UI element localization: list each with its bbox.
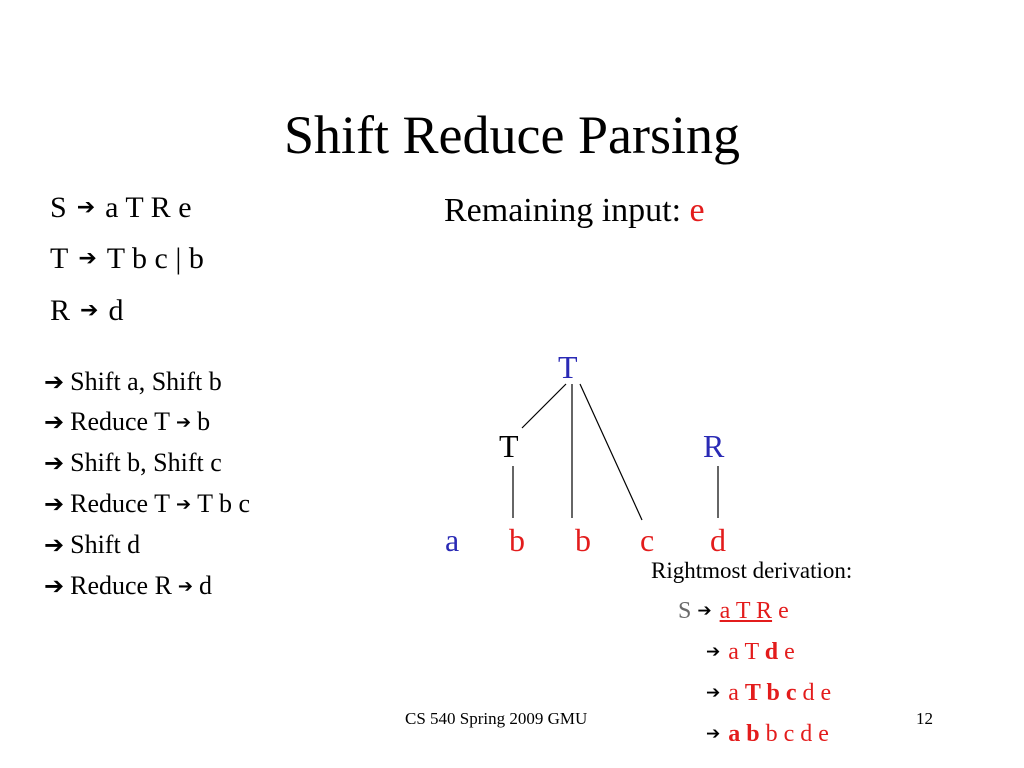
derivation-part: a T (728, 639, 759, 665)
step-text: Reduce R (70, 571, 172, 600)
derivation-line-4: ➔ a b b c d e (700, 719, 829, 751)
slide-title: Shift Reduce Parsing (284, 105, 740, 165)
edge-top-to-t (521, 383, 567, 429)
derivation-part: e (784, 639, 795, 665)
bold-right-arrow-icon: ➔ (44, 408, 65, 436)
derivation-part: a (728, 680, 739, 706)
right-arrow-icon: ➔ (706, 642, 721, 662)
step-rhs: T b c (197, 489, 251, 518)
step-2: ➔Reduce T➔b (44, 406, 210, 441)
bold-right-arrow-icon: ➔ (44, 449, 65, 477)
step-text: Reduce T (70, 407, 170, 436)
derivation-line-2: ➔ a T d e (700, 637, 795, 669)
grammar-rule-t: T ➔ T b c | b (50, 241, 204, 280)
rule-lhs: T (50, 242, 69, 275)
grammar-rule-r: R ➔ d (50, 293, 123, 332)
derivation-start: S (678, 598, 692, 624)
derivation-part: d e (802, 680, 832, 706)
tree-leaf-d: d (710, 522, 726, 558)
right-arrow-icon: ➔ (175, 412, 192, 433)
right-arrow-icon: ➔ (76, 195, 96, 220)
right-arrow-icon: ➔ (706, 724, 721, 744)
derivation-handle: a b (728, 721, 760, 747)
rule-rhs: T b c | b (106, 242, 204, 275)
step-3: ➔Shift b, Shift c (44, 447, 222, 479)
derivation-line-3: ➔ a T b c d e (700, 678, 831, 710)
tree-node-top-t: T (558, 349, 578, 385)
rule-rhs: d (108, 294, 124, 327)
step-text: Shift a, Shift b (70, 367, 222, 396)
bold-right-arrow-icon: ➔ (44, 490, 65, 518)
tree-leaf-a: a (445, 522, 460, 558)
step-text: Shift b, Shift c (70, 448, 222, 477)
step-6: ➔Reduce R➔d (44, 570, 212, 605)
grammar-rule-s: S ➔ a T R e (50, 190, 192, 229)
step-text: Shift d (70, 530, 141, 559)
page-number: 12 (916, 709, 933, 728)
right-arrow-icon: ➔ (78, 246, 97, 271)
tree-node-t: T (499, 428, 519, 464)
derivation-handle: d (764, 639, 779, 665)
bold-right-arrow-icon: ➔ (44, 572, 65, 600)
step-5: ➔Shift d (44, 529, 140, 561)
step-1: ➔Shift a, Shift b (44, 366, 222, 398)
remaining-label: Remaining input: (444, 192, 682, 229)
right-arrow-icon: ➔ (175, 494, 192, 515)
tree-leaf-c: c (640, 522, 655, 558)
derivation-title: Rightmost derivation: (651, 558, 853, 583)
bold-right-arrow-icon: ➔ (44, 531, 65, 559)
step-rhs: b (197, 407, 211, 436)
derivation-tail: e (778, 598, 789, 624)
derivation-handle: T b c (744, 680, 797, 706)
right-arrow-icon: ➔ (177, 576, 194, 597)
rule-lhs: S (50, 191, 67, 224)
step-text: Reduce T (70, 489, 170, 518)
remaining-input: Remaining input: e (444, 190, 705, 232)
derivation-line-1: S➔ a T R e (678, 596, 789, 628)
rule-lhs: R (50, 294, 71, 327)
right-arrow-icon: ➔ (697, 601, 712, 621)
edge-top-to-c (579, 383, 643, 521)
bold-right-arrow-icon: ➔ (44, 368, 65, 396)
right-arrow-icon: ➔ (706, 683, 721, 703)
step-rhs: d (199, 571, 213, 600)
tree-leaf-b1: b (509, 522, 525, 558)
right-arrow-icon: ➔ (80, 298, 99, 323)
derivation-handle: a T R (719, 598, 773, 624)
tree-node-r: R (703, 428, 725, 464)
footer-course: CS 540 Spring 2009 GMU (405, 709, 588, 728)
remaining-value: e (689, 192, 705, 229)
derivation-part: b c d e (765, 721, 829, 747)
step-4: ➔Reduce T➔T b c (44, 488, 250, 523)
tree-leaf-b2: b (575, 522, 591, 558)
rule-rhs: a T R e (105, 191, 192, 224)
